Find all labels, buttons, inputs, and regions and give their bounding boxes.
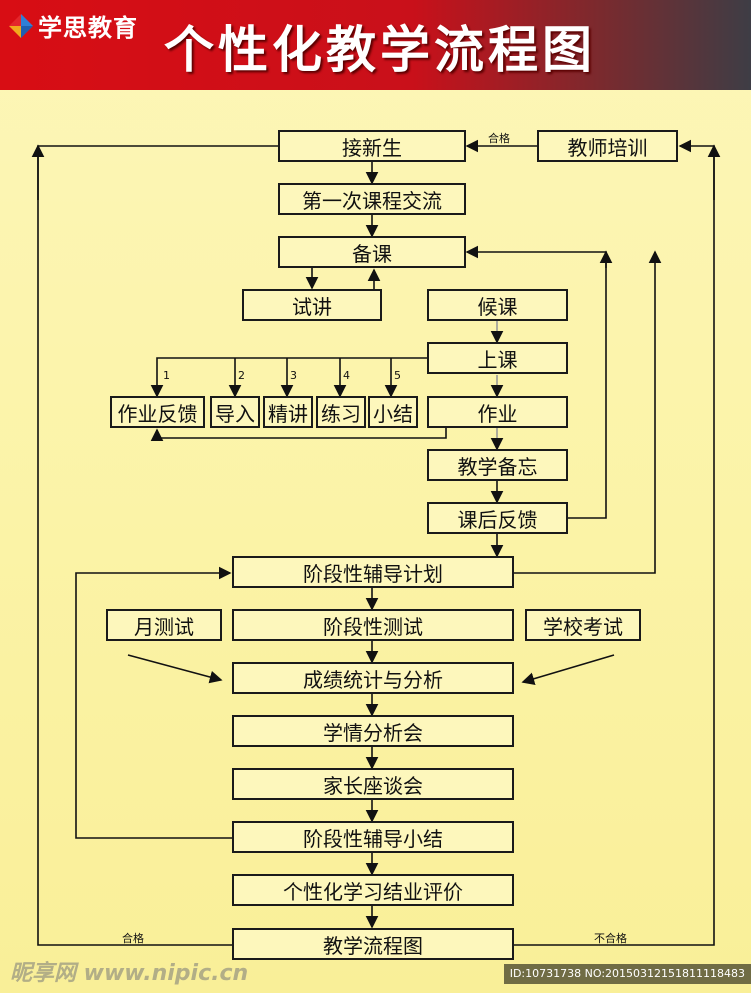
node-lianxi: 练习	[316, 396, 366, 428]
node-jieduan-fudao-xiaojie: 阶段性辅导小结	[232, 821, 514, 853]
label-step-2: 2	[238, 369, 245, 382]
node-shangke: 上课	[427, 342, 568, 374]
node-daoru: 导入	[210, 396, 260, 428]
label-step-4: 4	[343, 369, 350, 382]
watermark-id: ID:10731738 NO:20150312151811118483	[503, 964, 751, 984]
node-xueqing-fenxi: 学情分析会	[232, 715, 514, 747]
node-shijiang: 试讲	[242, 289, 382, 321]
node-chengji-tongji: 成绩统计与分析	[232, 662, 514, 694]
label-hege-top: 合格	[488, 132, 510, 145]
label-buhege: 不合格	[594, 932, 627, 945]
node-zuoye-fankui: 作业反馈	[110, 396, 205, 428]
watermark-left: 昵享网 www.nipic.cn	[10, 961, 249, 986]
logo-text: 学思教育	[38, 14, 138, 42]
node-kehou-fankui: 课后反馈	[427, 502, 568, 534]
node-jiazhang-zuotan: 家长座谈会	[232, 768, 514, 800]
node-jiexinsheng: 接新生	[278, 130, 466, 162]
node-diyici-kecheng-jiaoliu: 第一次课程交流	[278, 183, 466, 215]
node-jieye-pingjia: 个性化学习结业评价	[232, 874, 514, 906]
node-jieduan-fudao-jihua: 阶段性辅导计划	[232, 556, 514, 588]
node-houke: 候课	[427, 289, 568, 321]
page-title: 个性化教学流程图	[164, 21, 596, 79]
logo: 学思教育	[8, 8, 138, 43]
node-beike: 备课	[278, 236, 466, 268]
node-jiaoxue-beiwang: 教学备忘	[427, 449, 568, 481]
node-jiaoshi-peixun: 教师培训	[537, 130, 678, 162]
node-zuoye: 作业	[427, 396, 568, 428]
label-step-1: 1	[163, 369, 170, 382]
label-step-3: 3	[290, 369, 297, 382]
diamond-logo-icon	[8, 13, 34, 39]
node-jiaoxue-liuchengtu: 教学流程图	[232, 928, 514, 960]
node-jingjiang: 精讲	[263, 396, 313, 428]
label-step-5: 5	[394, 369, 401, 382]
node-jieduan-ceshi: 阶段性测试	[232, 609, 514, 641]
node-xuexiao-kaoshi: 学校考试	[525, 609, 641, 641]
node-xiaojie: 小结	[368, 396, 418, 428]
label-hege-bottom: 合格	[122, 932, 144, 945]
node-yue-ceshi: 月测试	[106, 609, 222, 641]
header-banner: 学思教育 个性化教学流程图	[0, 0, 751, 90]
